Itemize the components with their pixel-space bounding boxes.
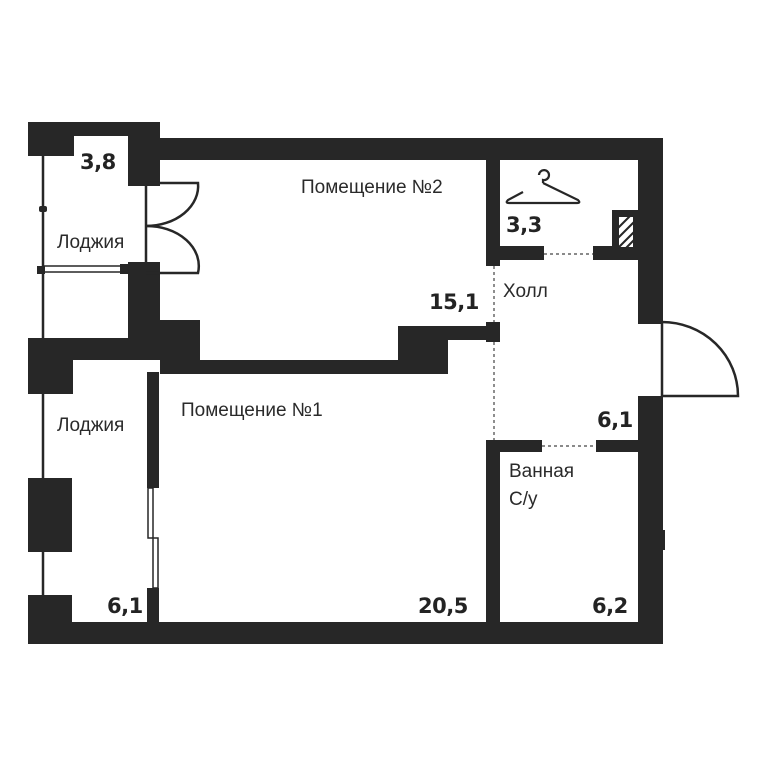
label-hall: Холл: [503, 281, 548, 302]
area-bathroom: 6,2: [592, 594, 628, 618]
area-loggia-top: 3,8: [80, 150, 116, 174]
label-bathroom: Ванная: [509, 461, 575, 482]
label-loggia-top: Лоджия: [57, 232, 125, 253]
hanger-icon: [505, 169, 581, 205]
loggia-double-door: [144, 181, 201, 275]
area-hall: 6,1: [597, 408, 633, 432]
area-wardrobe: 3,3: [506, 213, 542, 237]
room1-window: [147, 487, 159, 589]
vent-shaft-icon: [617, 215, 635, 249]
area-room-1: 20,5: [418, 594, 468, 618]
label-room-2: Помещение №2: [301, 177, 443, 198]
walls: [28, 122, 665, 644]
label-loggia-bottom: Лоджия: [57, 415, 125, 436]
label-room-1: Помещение №1: [181, 400, 323, 421]
area-room-2: 15,1: [429, 290, 479, 314]
dotted-openings: [493, 253, 596, 447]
label-bathroom-wc: С/у: [509, 489, 538, 510]
entrance-door: [660, 320, 740, 398]
area-loggia-bottom: 6,1: [107, 594, 143, 618]
